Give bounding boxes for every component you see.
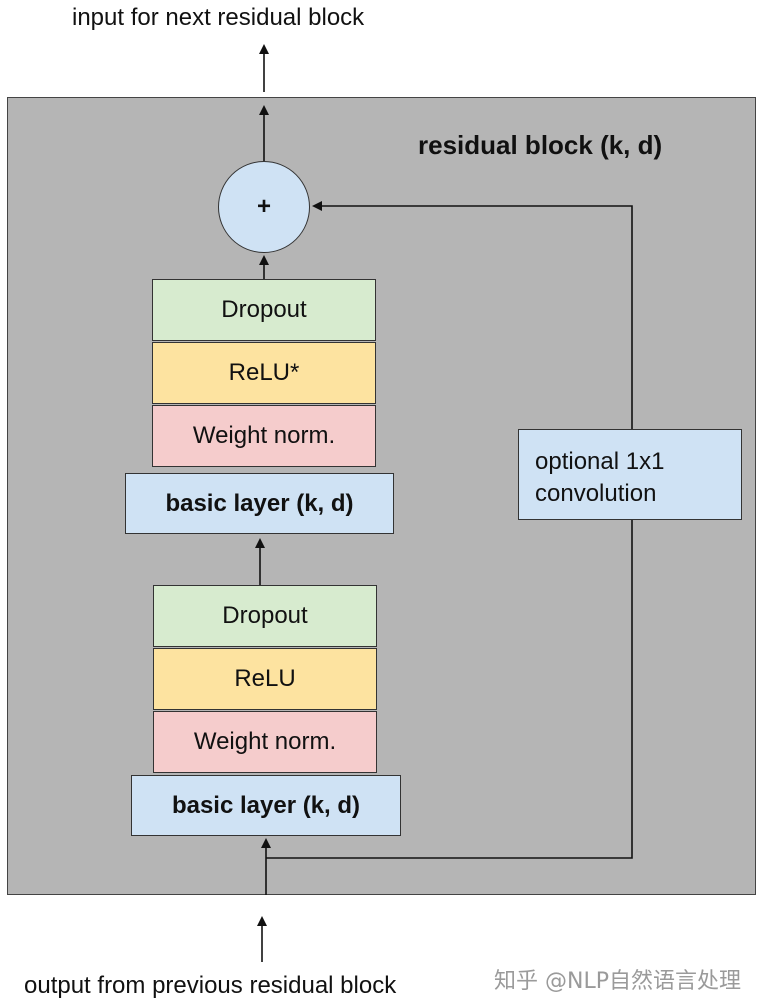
watermark-text: 知乎 @NLP自然语言处理 [494, 969, 741, 994]
input-label-bottom: output from previous residual block [24, 972, 397, 999]
skip-connection-bottom [266, 520, 633, 859]
conv-label-line2: convolution [535, 480, 657, 507]
conv-label-line1: optional 1x1 [535, 448, 665, 475]
upper-relu-layer: ReLU* [152, 342, 376, 404]
upper-weight-norm-layer: Weight norm. [152, 405, 376, 467]
output-label-top: input for next residual block [72, 4, 365, 31]
upper-basic-layer: basic layer (k, d) [125, 473, 394, 534]
lower-relu-layer: ReLU [153, 648, 377, 710]
residual-block-title: residual block (k, d) [418, 130, 663, 160]
optional-convolution-box: optional 1x1 convolution [518, 429, 742, 520]
lower-basic-layer: basic layer (k, d) [131, 775, 401, 836]
addition-node: + [218, 161, 310, 253]
lower-dropout-layer: Dropout [153, 585, 377, 647]
lower-weight-norm-layer: Weight norm. [153, 711, 377, 773]
upper-dropout-layer: Dropout [152, 279, 376, 341]
skip-connection-top [312, 201, 633, 429]
